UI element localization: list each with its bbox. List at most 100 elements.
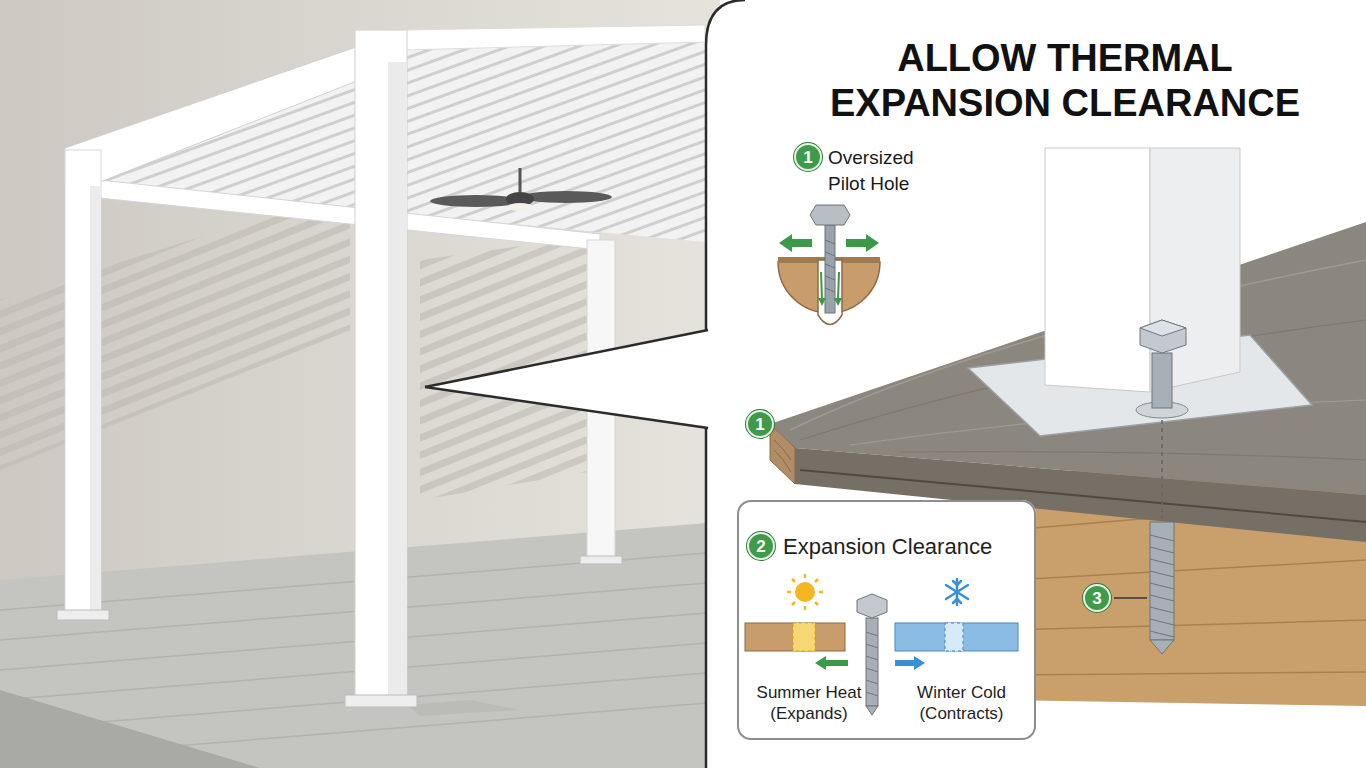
sun-icon [815, 579, 818, 582]
inset-figure [745, 623, 845, 651]
joist [1010, 560, 1366, 580]
inset-heading: Expansion Clearance [783, 533, 992, 561]
callout-number-text: 1 [755, 416, 764, 433]
pilot-hole-figure [825, 240, 835, 244]
ceiling-fan [430, 168, 612, 211]
snowflake-icon [957, 581, 961, 585]
inset-figure [795, 582, 815, 602]
inset-figure [793, 623, 815, 651]
pilot-hole-figure [825, 252, 835, 256]
inset-figure [857, 594, 887, 618]
lag-bolt [1150, 547, 1174, 553]
plate-bolt [1136, 320, 1188, 518]
snowflake-icon [957, 599, 961, 603]
callout-number-text: 1 [803, 149, 812, 166]
pilot-hole-figure [821, 272, 822, 300]
pergola [100, 180, 600, 250]
pilot-hole-figure [834, 298, 842, 306]
callout-number: 2 [747, 532, 775, 560]
lag-bolt [1150, 522, 1174, 640]
sun-icon [819, 591, 823, 594]
pilot-hole-figure [846, 234, 879, 252]
lag-bolt [1150, 607, 1174, 613]
callout-number-text: 3 [1092, 590, 1101, 607]
pilot-hole-figure [825, 276, 835, 280]
snowflake-icon [946, 579, 968, 605]
deck-board [774, 450, 791, 472]
inset-figure [945, 623, 963, 651]
lag-bolt [1150, 571, 1174, 577]
plate-bolt [1140, 320, 1186, 336]
inset-figure [866, 656, 878, 660]
detail-panel [425, 330, 709, 428]
pergola [90, 186, 101, 618]
inset-figure [866, 632, 878, 636]
lag-bolt [1150, 583, 1174, 589]
sun-icon [787, 591, 791, 594]
deck-floor [0, 690, 260, 768]
pergola [580, 556, 622, 564]
wall [0, 0, 720, 768]
snowflake-icon [946, 585, 968, 599]
inset-figure [815, 656, 848, 670]
pergola [355, 30, 407, 705]
pilot-hole-figure [779, 234, 812, 252]
lag-bolt [1114, 522, 1174, 654]
callout-number: 3 [1083, 584, 1111, 612]
inset-figure [737, 500, 1036, 740]
inset-figure [895, 656, 925, 670]
inset-figure [866, 680, 878, 684]
sun-icon [804, 574, 807, 578]
lag-bolt [1150, 595, 1174, 601]
pilot-hole-figure [778, 205, 880, 325]
wall-shadow [0, 190, 350, 470]
inset-caption: Winter Cold (Contracts) [899, 682, 1024, 724]
snowflake-icon [946, 585, 968, 599]
plate-bolt [1161, 420, 1163, 518]
inset-figure [866, 644, 878, 648]
pergola [65, 150, 101, 618]
ceiling-fan [519, 168, 522, 194]
ceiling-fan [507, 203, 533, 211]
sun-icon [787, 574, 823, 610]
deck-board [770, 424, 795, 484]
plate-bolt [1152, 353, 1172, 408]
detail-panel [425, 0, 1366, 768]
callout-label: Oversized Pilot Hole [828, 145, 946, 197]
joist [1010, 620, 1366, 630]
inset-figure [737, 500, 1036, 740]
inset-figure [895, 623, 1018, 651]
pergola [408, 700, 520, 716]
pergola [405, 25, 705, 50]
callout-number: 1 [746, 410, 774, 438]
detail-panel [425, 330, 708, 387]
post-base [968, 148, 1312, 436]
callout-number: 1 [794, 143, 822, 171]
sun-icon [815, 602, 818, 605]
wall [0, 0, 720, 768]
deck-board [900, 452, 1366, 460]
lag-bolt [1150, 619, 1174, 625]
inset-figure [866, 668, 878, 672]
detail-panel [706, 0, 1366, 768]
pergola [65, 30, 405, 186]
post-base [1045, 148, 1150, 392]
deck-board [774, 440, 791, 460]
pilot-hole-figure [825, 288, 835, 292]
inset-caption: Summer Heat (Expands) [749, 682, 869, 724]
inset-figure [866, 692, 878, 696]
pilot-hole-figure [838, 272, 839, 300]
inset-figure [866, 706, 878, 715]
sun-icon [804, 606, 807, 610]
lag-bolt [1150, 640, 1174, 654]
lag-bolt [1150, 631, 1174, 637]
lag-bolt [1150, 535, 1174, 541]
sun-icon [792, 579, 795, 582]
lag-bolt [1150, 559, 1174, 565]
pilot-hole-figure [825, 225, 835, 313]
inset-box: Expansion ClearanceSummer Heat (Expands)… [737, 500, 1036, 740]
diagram-title: ALLOW THERMAL EXPANSION CLEARANCE [815, 36, 1315, 126]
pilot-hole-figure [825, 264, 835, 268]
ceiling-fan [520, 191, 612, 203]
pergola [57, 610, 109, 620]
